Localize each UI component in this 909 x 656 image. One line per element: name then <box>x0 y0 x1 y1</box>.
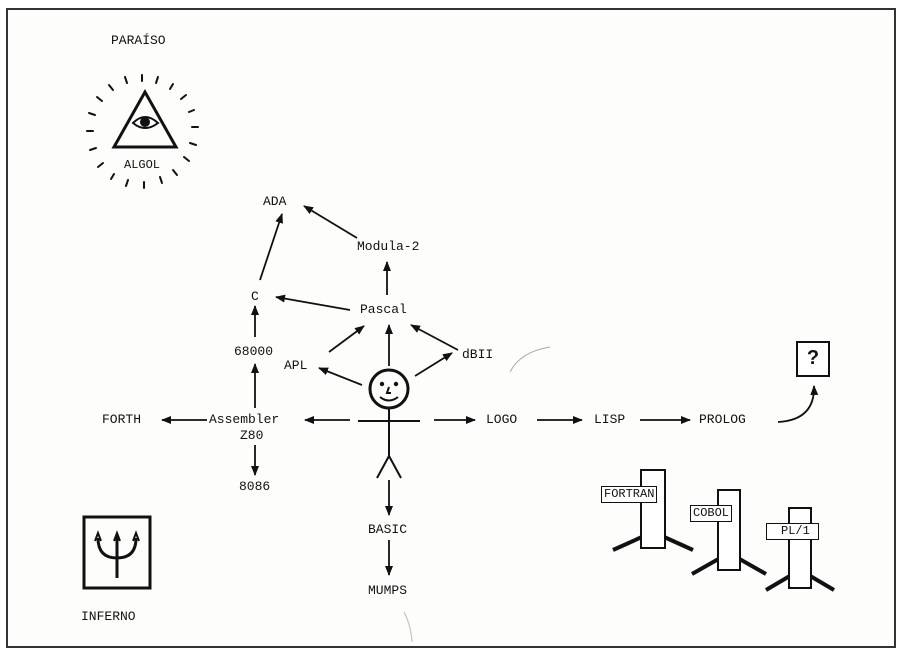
node-lisp: LISP <box>594 413 625 427</box>
node-logo: LOGO <box>486 413 517 427</box>
arrow-c-ada <box>260 214 282 280</box>
arrow-stick-apl-pascal <box>329 326 364 352</box>
node-8086: 8086 <box>239 480 270 494</box>
node-mumps: MUMPS <box>368 584 407 598</box>
programmer-figure <box>358 370 420 478</box>
node-z80: Z80 <box>240 429 263 443</box>
trident-icon <box>84 517 150 588</box>
algol-label: ALGOL <box>124 158 160 172</box>
arrow-stick-dbii <box>415 353 452 376</box>
node-pascal: Pascal <box>360 303 407 317</box>
grave-label-cobol: COBOL <box>690 505 732 522</box>
node-assembler: Assembler <box>209 413 279 427</box>
inferno-label: INFERNO <box>81 610 136 624</box>
arrow-pascal-c <box>276 297 350 310</box>
node-forth: FORTH <box>102 413 141 427</box>
grave-fortran-icon <box>613 470 693 550</box>
arrow-prolog-question <box>778 386 814 422</box>
node-basic: BASIC <box>368 523 407 537</box>
node-68000: 68000 <box>234 345 273 359</box>
node-c: C <box>251 290 259 304</box>
grave-label-pl1: PL/1 <box>766 523 819 540</box>
grave-cobol-icon <box>692 490 766 574</box>
node-prolog: PROLOG <box>699 413 746 427</box>
pen-mark <box>404 612 412 642</box>
eye-triangle-icon <box>114 92 176 147</box>
node-dbii: dBII <box>462 348 493 362</box>
pen-mark <box>510 347 550 372</box>
node-apl: APL <box>284 359 307 373</box>
arrow-stick-apl <box>319 368 362 385</box>
paradise-label: PARAÍSO <box>111 34 166 48</box>
arrow-modula2-ada <box>304 206 357 238</box>
node-modula2: Modula-2 <box>357 240 419 254</box>
question-box: ? <box>796 341 830 377</box>
grave-pl1-icon <box>766 508 834 590</box>
arrow-dbii-pascal <box>411 325 458 350</box>
grave-label-fortran: FORTRAN <box>601 486 657 503</box>
node-ada: ADA <box>263 195 286 209</box>
